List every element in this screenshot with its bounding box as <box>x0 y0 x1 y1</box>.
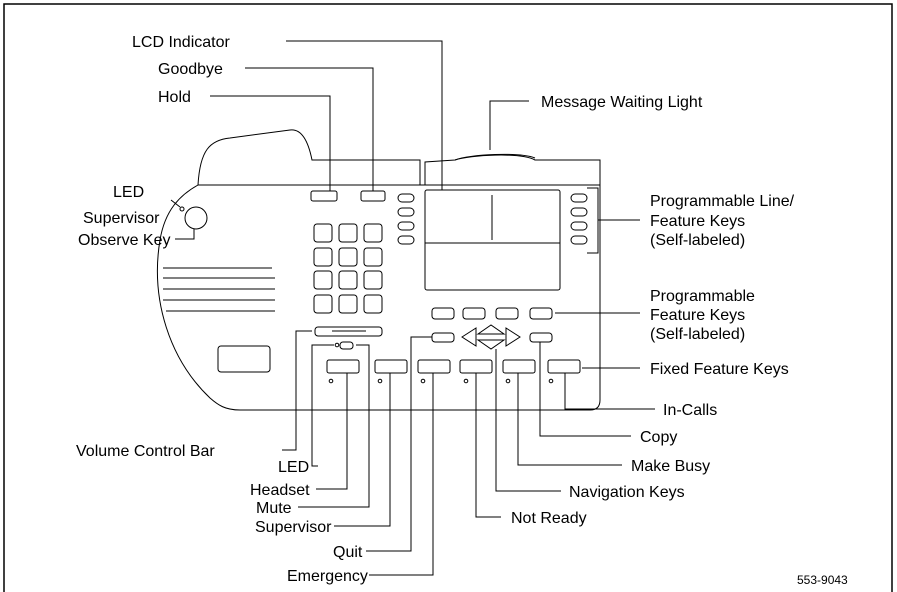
leader-lines <box>170 40 655 576</box>
label-quit: Quit <box>333 544 363 561</box>
label-prog-line-3: (Self-labeled) <box>650 232 745 249</box>
label-led-bottom: LED <box>278 459 309 476</box>
label-make-busy: Make Busy <box>631 458 710 475</box>
label-prog-line-1: Programmable Line/ <box>650 193 795 210</box>
label-supervisor-observe-2: Observe Key <box>78 232 170 249</box>
label-prog-feature-2: Feature Keys <box>650 307 745 324</box>
label-lcd-indicator: LCD Indicator <box>132 34 230 51</box>
label-message-waiting-light: Message Waiting Light <box>541 94 703 111</box>
label-not-ready: Not Ready <box>511 510 587 527</box>
label-in-calls: In-Calls <box>663 402 717 419</box>
callout-labels: LCD Indicator Goodbye Hold Message Waiti… <box>76 34 848 587</box>
label-navigation-keys: Navigation Keys <box>569 484 685 501</box>
label-supervisor-observe-1: Supervisor <box>83 210 160 227</box>
label-led-top: LED <box>113 184 144 201</box>
label-goodbye: Goodbye <box>158 61 223 78</box>
label-volume-control-bar: Volume Control Bar <box>76 443 215 460</box>
figure-id: 553-9043 <box>797 573 848 587</box>
figure-border <box>3 3 893 592</box>
telephone-body <box>157 129 601 411</box>
label-emergency: Emergency <box>287 568 368 585</box>
label-hold: Hold <box>158 89 191 106</box>
label-copy: Copy <box>640 429 677 446</box>
label-prog-feature-1: Programmable <box>650 288 755 305</box>
label-mute: Mute <box>256 500 292 517</box>
label-headset: Headset <box>250 482 310 499</box>
label-supervisor: Supervisor <box>255 519 332 536</box>
label-prog-line-2: Feature Keys <box>650 213 745 230</box>
label-prog-feature-3: (Self-labeled) <box>650 326 745 343</box>
dialpad <box>313 223 383 314</box>
label-fixed-feature-keys: Fixed Feature Keys <box>650 361 789 378</box>
